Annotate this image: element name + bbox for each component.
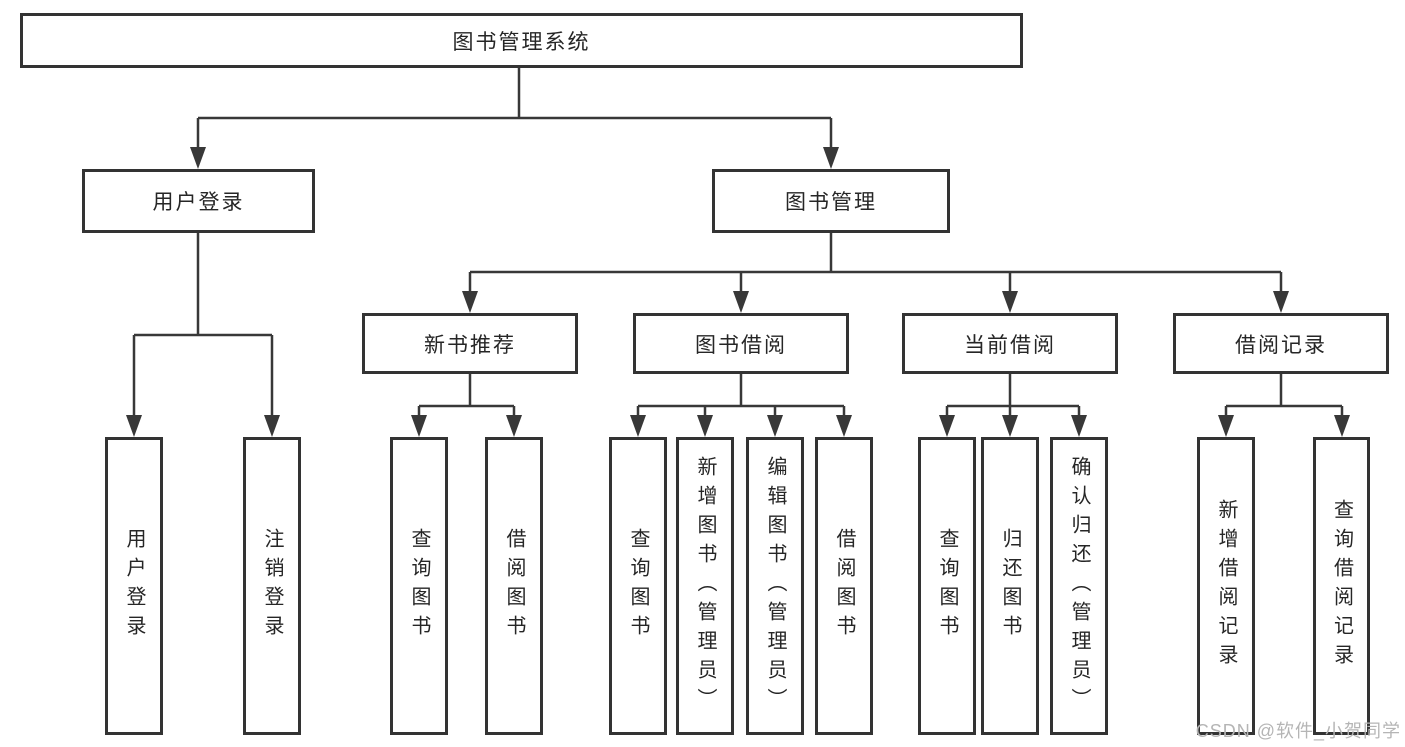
leaf-user-login: 用户登录 (105, 437, 163, 735)
leaf-search-books-current: 查询图书 (918, 437, 976, 735)
node-book-borrow: 图书借阅 (633, 313, 849, 374)
leaf-confirm-return-admin: 确认归还（管理员） (1050, 437, 1108, 735)
leaf-search-books-borrow: 查询图书 (609, 437, 667, 735)
leaf-add-books-admin: 新增图书（管理员） (676, 437, 734, 735)
leaf-search-books-recommend: 查询图书 (390, 437, 448, 735)
leaf-edit-books-admin: 编辑图书（管理员） (746, 437, 804, 735)
leaf-borrow-books-recommend: 借阅图书 (485, 437, 543, 735)
node-new-book-recommend: 新书推荐 (362, 313, 578, 374)
leaf-logout-login: 注销登录 (243, 437, 301, 735)
node-book-management: 图书管理 (712, 169, 950, 233)
leaf-return-books: 归还图书 (981, 437, 1039, 735)
node-user-login: 用户登录 (82, 169, 315, 233)
node-current-borrow: 当前借阅 (902, 313, 1118, 374)
node-borrow-records: 借阅记录 (1173, 313, 1389, 374)
csdn-watermark: CSDN @软件_小贺同学 (1195, 721, 1401, 741)
leaf-add-borrow-record: 新增借阅记录 (1197, 437, 1255, 735)
leaf-search-borrow-record: 查询借阅记录 (1313, 437, 1370, 735)
node-library-management-system: 图书管理系统 (20, 13, 1023, 68)
leaf-borrow-books: 借阅图书 (815, 437, 873, 735)
